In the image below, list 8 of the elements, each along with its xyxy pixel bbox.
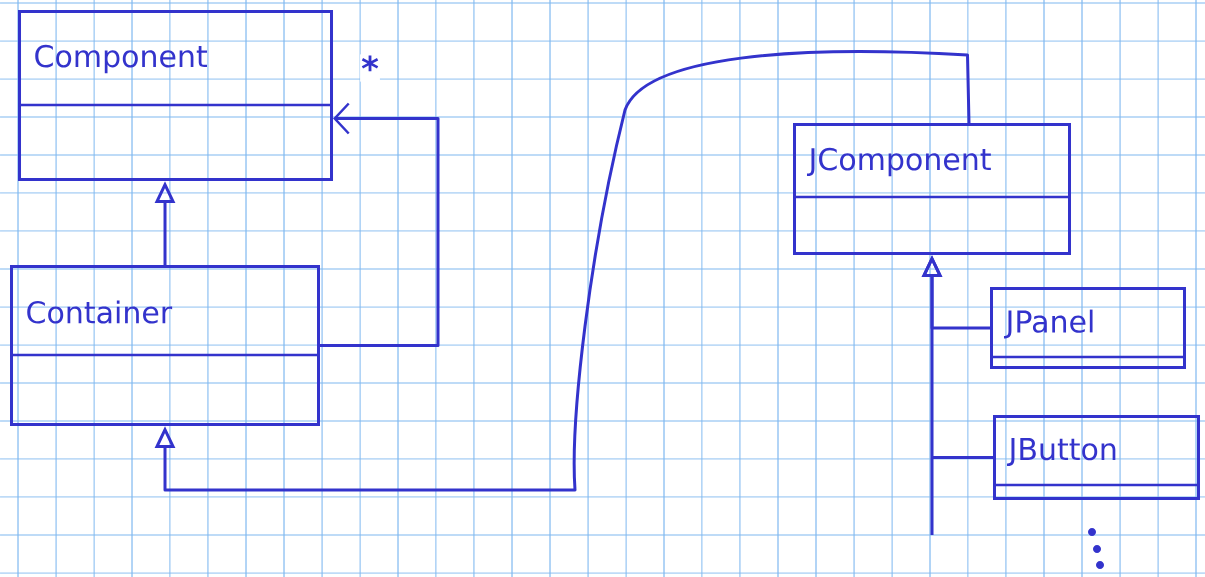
class-box: Component [18,10,333,181]
class-box: Container [10,265,320,426]
edge-label: * [360,54,380,82]
class-box: JComponent [793,123,1071,255]
class-box: JButton [993,415,1200,500]
class-box: JPanel [990,287,1186,369]
association-arrow [320,102,440,347]
inheritance-arrow [154,50,971,492]
